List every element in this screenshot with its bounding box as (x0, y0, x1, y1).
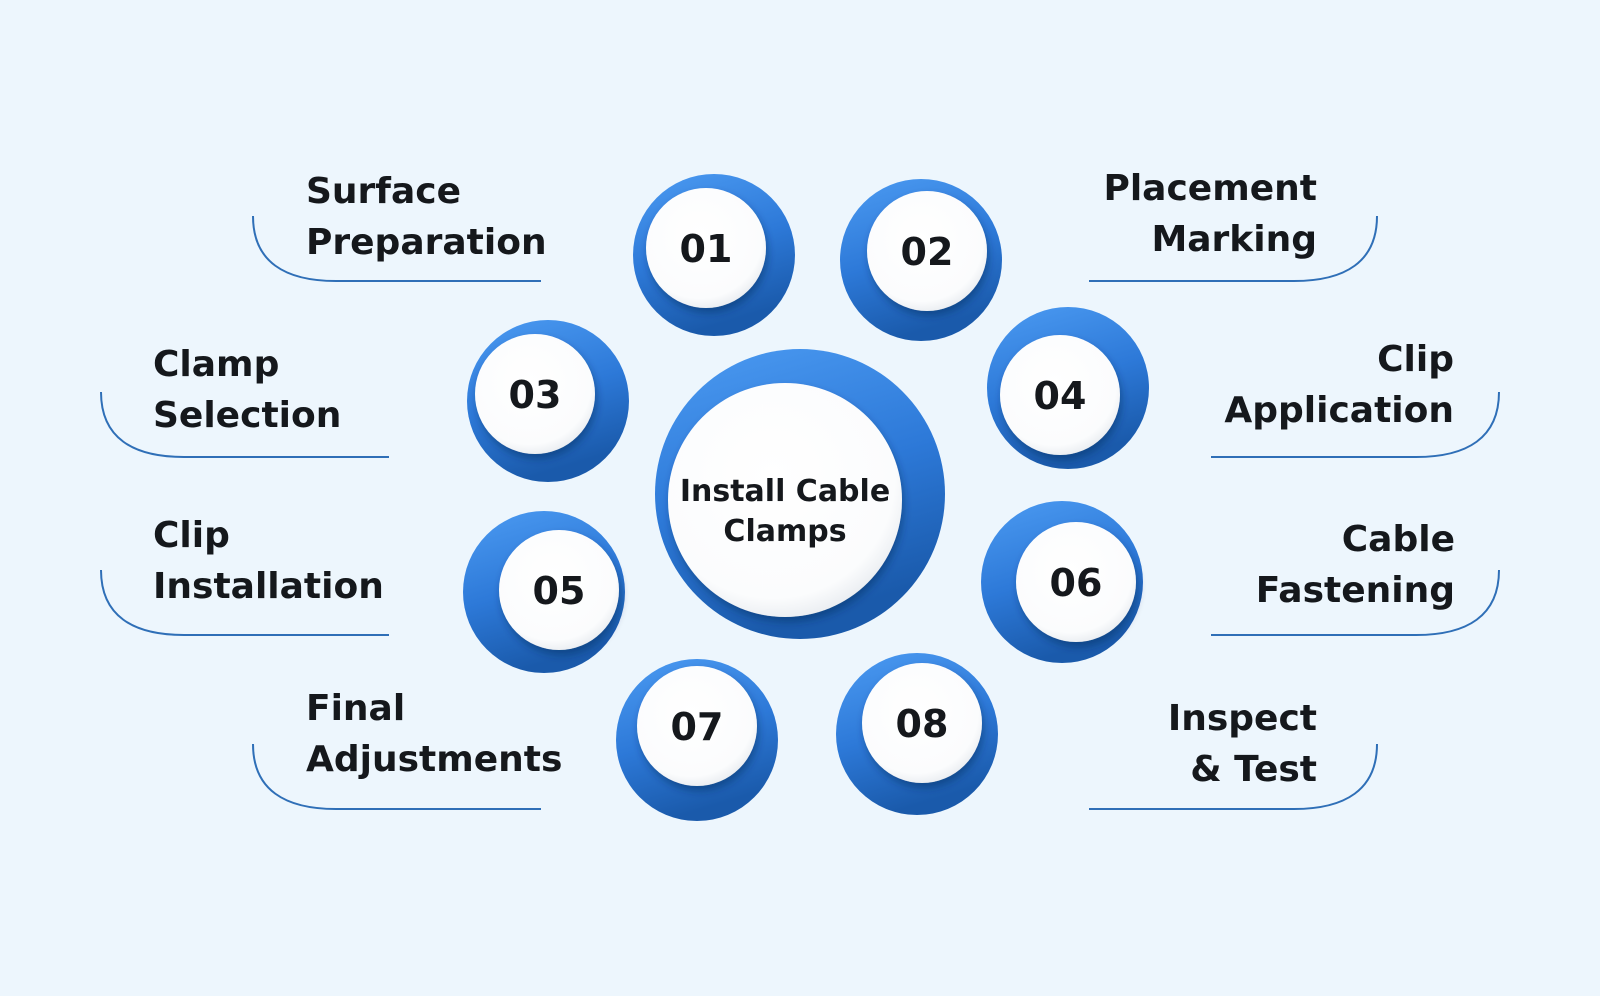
step-label-05: Clip Installation (153, 510, 384, 612)
step-disc (499, 530, 619, 650)
step-disc (475, 334, 595, 454)
step-number: 08 (896, 702, 949, 746)
step-number: 05 (533, 569, 586, 613)
step-label-line2: Fastening (1255, 570, 1455, 611)
step-number: 02 (901, 230, 954, 274)
step-disc (867, 191, 987, 311)
connector-07 (252, 743, 541, 810)
step-badge-01: 01 (633, 174, 795, 336)
step-number: 01 (680, 227, 733, 271)
step-disc (637, 666, 757, 786)
connector-lines (100, 215, 1500, 810)
step-badge-08: 08 (836, 653, 998, 815)
step-label-line1: Cable (1341, 519, 1455, 560)
step-number: 04 (1034, 374, 1087, 418)
connector-03 (100, 391, 389, 458)
step-number: 07 (671, 705, 724, 749)
center-title-line2: Clamps (723, 514, 846, 549)
step-disc (1016, 522, 1136, 642)
step-label-line1: Placement (1103, 168, 1317, 209)
step-number: 06 (1050, 561, 1103, 605)
step-label-line1: Surface (306, 171, 462, 212)
step-label-line1: Clamp (153, 344, 280, 385)
step-label-line2: Selection (153, 395, 342, 436)
step-number: 03 (509, 373, 562, 417)
connector-04 (1211, 391, 1500, 458)
step-label-08: Inspect & Test (1168, 693, 1317, 795)
step-label-line1: Final (306, 688, 406, 729)
step-badge-05: 05 (463, 511, 625, 673)
step-label-line2: Marking (1151, 219, 1317, 260)
connector-08 (1089, 743, 1378, 810)
step-badge-07: 07 (616, 659, 778, 821)
center-hub: Install Cable Clamps (655, 349, 945, 639)
step-label-line2: & Test (1190, 749, 1317, 790)
step-label-07: Final Adjustments (306, 683, 562, 785)
step-label-line2: Application (1224, 390, 1454, 431)
step-label-02: Placement Marking (1103, 163, 1317, 265)
step-label-04: Clip Application (1224, 334, 1454, 436)
connector-06 (1211, 569, 1500, 636)
step-label-line1: Clip (1377, 339, 1454, 380)
step-badge-04: 04 (987, 307, 1149, 469)
step-label-line2: Installation (153, 566, 384, 607)
step-disc (862, 663, 982, 783)
connector-05 (100, 569, 389, 636)
step-label-line1: Inspect (1167, 698, 1317, 739)
center-disc (668, 383, 902, 617)
step-badge-03: 03 (467, 320, 629, 482)
step-label-06: Cable Fastening (1256, 514, 1455, 616)
step-label-line2: Adjustments (306, 739, 563, 780)
step-label-line1: Clip (153, 515, 230, 556)
step-badge-02: 02 (840, 179, 1002, 341)
step-disc (646, 188, 766, 308)
connector-01 (252, 215, 541, 282)
step-label-line2: Preparation (306, 222, 547, 263)
step-disc (1000, 335, 1120, 455)
step-label-03: Clamp Selection (153, 339, 341, 441)
center-title-line1: Install Cable (680, 474, 890, 509)
step-badge-06: 06 (981, 501, 1143, 663)
connector-02 (1089, 215, 1378, 282)
step-label-01: Surface Preparation (306, 166, 547, 268)
